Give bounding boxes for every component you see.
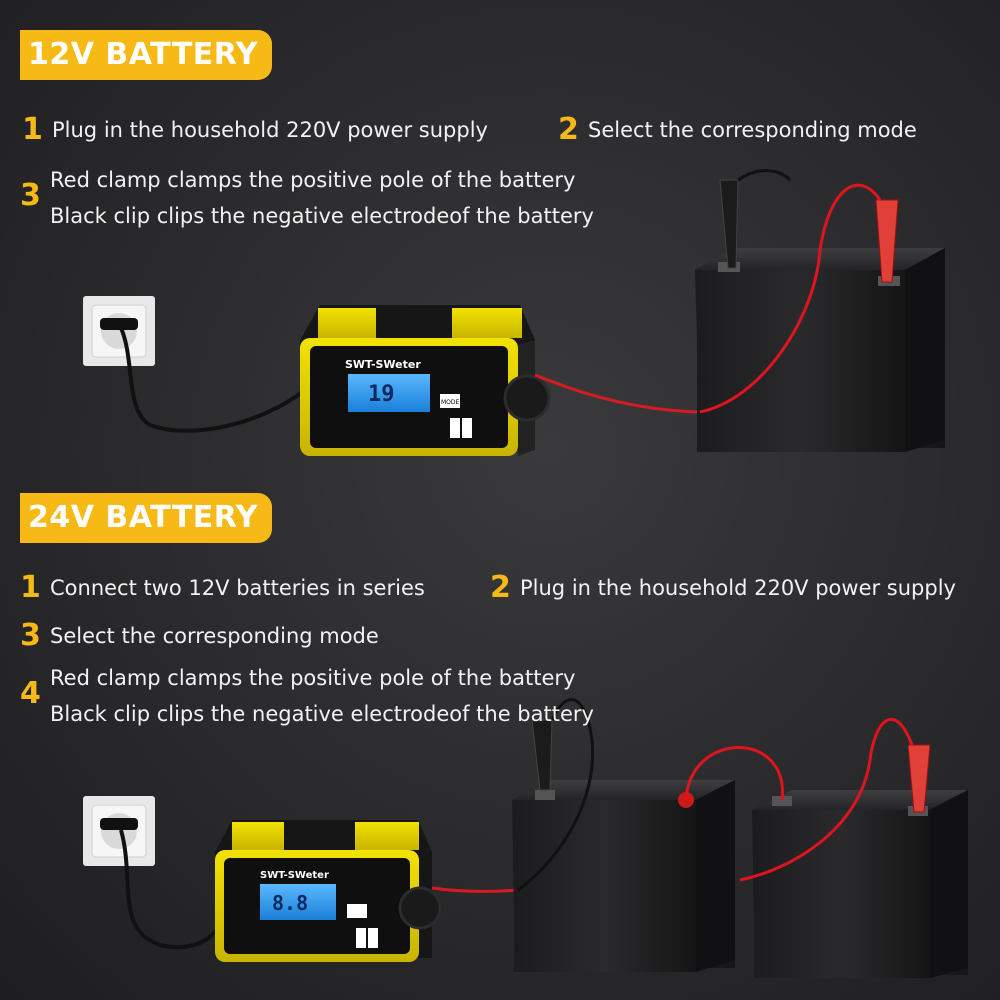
step-12v-1: 1 Plug in the household 220V power suppl… (22, 112, 488, 148)
step-number: 3 (20, 178, 41, 213)
svg-text:SWT-SWeter: SWT-SWeter (345, 358, 421, 371)
step-number: 1 (22, 112, 43, 147)
svg-text:MODE: MODE (441, 399, 460, 406)
charger-bottom: 8.8 SWT-SWeter (215, 820, 442, 962)
battery-bottom-left (512, 780, 735, 972)
red-clamp-top (699, 183, 899, 414)
power-cord-top (119, 327, 307, 433)
black-clamp-bottom (517, 698, 595, 892)
step-number: 2 (490, 570, 511, 605)
svg-text:19: 19 (368, 382, 395, 407)
step-24v-2: 2 Plug in the household 220V power suppl… (490, 570, 956, 606)
red-clamp-bottom (739, 718, 931, 882)
svg-text:8.8: 8.8 (272, 891, 308, 915)
step-text: Select the corresponding mode (588, 118, 917, 142)
step-text: Red clamp clamps the positive pole of th… (50, 168, 576, 192)
battery-bottom-right (752, 790, 968, 978)
step-text: Plug in the household 220V power supply (52, 118, 488, 142)
step-text: Black clip clips the negative electrodeo… (50, 204, 594, 228)
series-link-cable (684, 746, 784, 801)
step-text: Black clip clips the negative electrodeo… (50, 702, 594, 726)
charger-top: 19 SWT-SWeter MODE (300, 305, 551, 456)
banner-12v: 12V BATTERY (20, 30, 272, 80)
step-12v-2: 2 Select the corresponding mode (558, 112, 917, 148)
step-number: 2 (558, 112, 579, 147)
step-12v-3: 3 Red clamp clamps the positive pole of … (20, 162, 594, 234)
svg-text:SWT-SWeter: SWT-SWeter (260, 870, 329, 881)
step-24v-1: 1 Connect two 12V batteries in series (20, 570, 425, 606)
battery-top (695, 248, 945, 452)
step-24v-3: 3 Select the corresponding mode (20, 618, 379, 654)
step-text: Connect two 12V batteries in series (50, 576, 425, 600)
wall-socket-top (83, 296, 155, 366)
step-number: 1 (20, 570, 41, 605)
banner-24v: 24V BATTERY (20, 493, 272, 543)
step-text: Red clamp clamps the positive pole of th… (50, 666, 576, 690)
step-text: Plug in the household 220V power supply (520, 576, 956, 600)
step-number: 4 (20, 676, 41, 711)
step-text: Select the corresponding mode (50, 624, 379, 648)
wall-socket-bottom (83, 796, 155, 866)
black-clamp-top (719, 169, 792, 269)
step-24v-4: 4 Red clamp clamps the positive pole of … (20, 660, 594, 732)
step-number: 3 (20, 618, 41, 653)
